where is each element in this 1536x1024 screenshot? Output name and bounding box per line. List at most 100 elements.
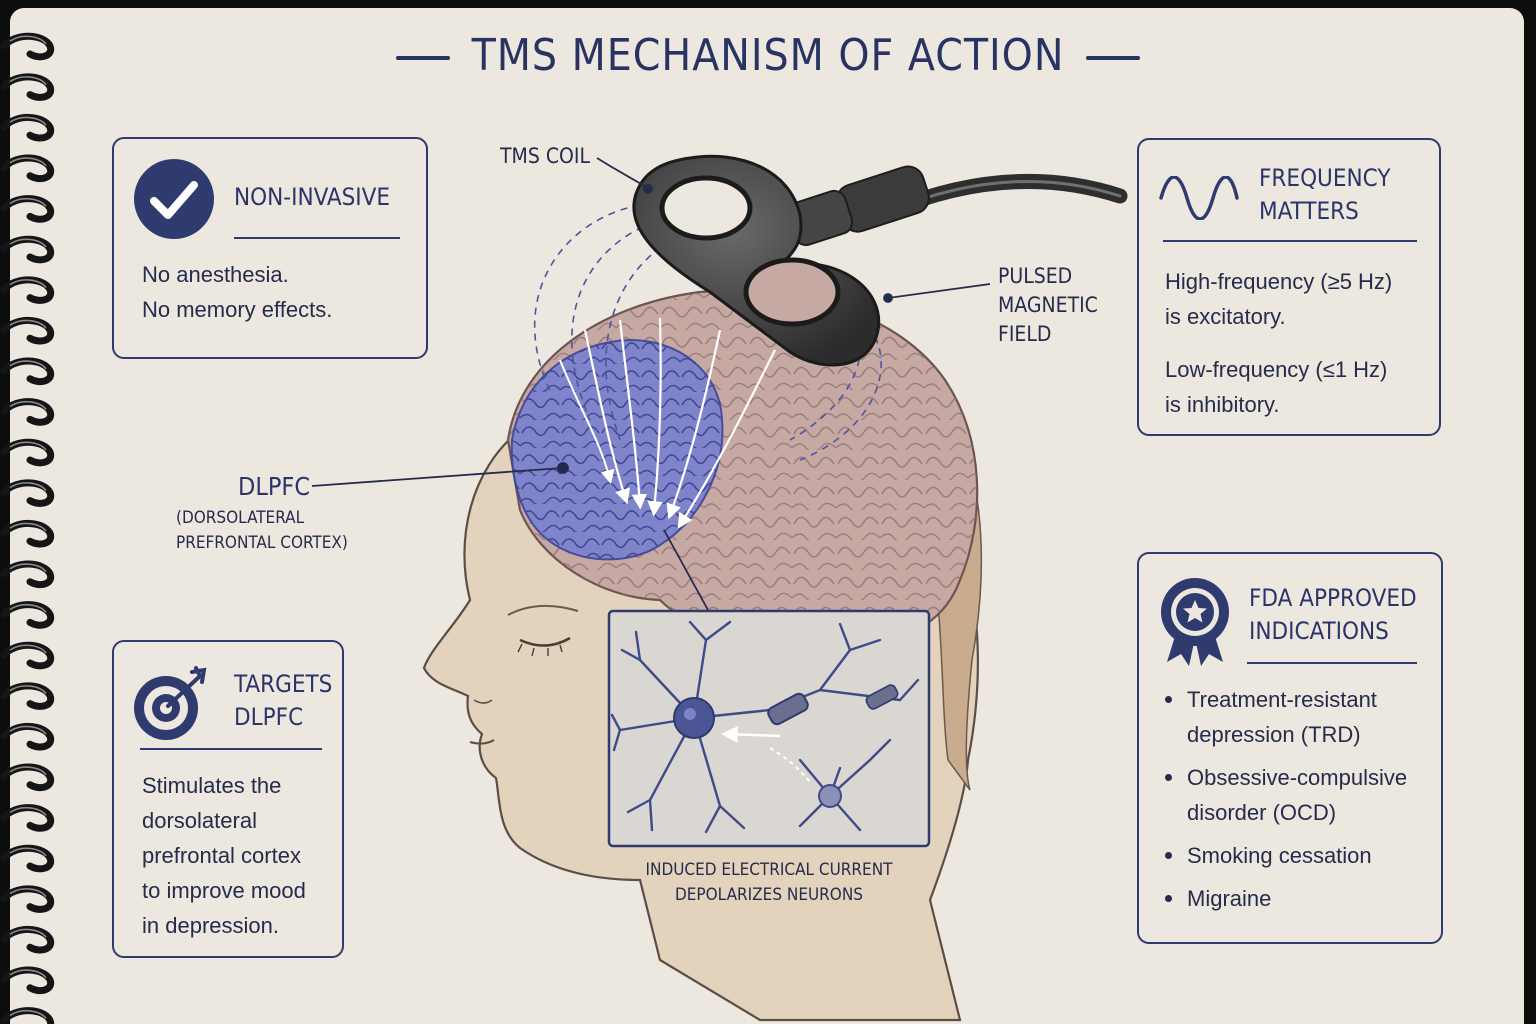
binding-ring-highlight [9, 806, 47, 816]
binding-ring-highlight [9, 928, 47, 938]
binding-ring [0, 73, 55, 101]
leader-lines [311, 157, 991, 611]
binding-ring [0, 32, 55, 61]
card-line: is excitatory. [1165, 304, 1286, 329]
card-title: NON-INVASIVE [234, 183, 391, 211]
award-ribbon-icon [1161, 578, 1229, 666]
sine-wave-icon [1159, 176, 1239, 220]
brain [506, 289, 979, 646]
binding-ring [0, 844, 55, 873]
card-line: Stimulates the [142, 773, 282, 798]
label-line: FIELD [998, 322, 1052, 346]
card-body: No anesthesia. No memory effects. [142, 257, 332, 327]
card-title: FDA APPROVED INDICATIONS [1249, 582, 1417, 648]
card-line: High-frequency (≥5 Hz) [1165, 269, 1393, 294]
card-frequency-matters: FREQUENCY MATTERS High-frequency (≥5 Hz)… [1137, 138, 1441, 436]
binding-ring [0, 641, 55, 670]
card-title-line: MATTERS [1259, 197, 1359, 225]
label-line: DEPOLARIZES NEURONS [674, 885, 863, 905]
binding-ring-highlight [9, 766, 47, 776]
binding-ring [0, 1007, 55, 1024]
card-divider [1247, 662, 1417, 664]
card-title-line: TARGETS [234, 670, 333, 698]
card-divider [234, 237, 400, 239]
label-line: INDUCED ELECTRICAL CURRENT [645, 860, 893, 880]
binding-ring [0, 154, 55, 183]
binding-ring-highlight [9, 888, 47, 898]
binding-ring [0, 519, 55, 548]
card-divider [140, 748, 322, 750]
card-line: prefrontal cortex [142, 843, 301, 868]
binding-ring [0, 682, 55, 710]
card-fda-indications: FDA APPROVED INDICATIONS Treatment-resis… [1137, 552, 1443, 944]
checkmark-circle-icon [134, 159, 214, 239]
binding-ring-highlight [9, 725, 47, 735]
binding-ring [0, 235, 55, 264]
list-item: Smoking cessation [1163, 838, 1407, 873]
card-title-line: FREQUENCY [1259, 164, 1391, 192]
label-dlpfc: DLPFC [238, 472, 311, 501]
card-line: is inhibitory. [1165, 392, 1280, 417]
card-title-line: FDA APPROVED [1249, 584, 1417, 612]
binding-ring-highlight [9, 685, 47, 695]
card-line: No memory effects. [142, 297, 333, 322]
binding-ring [0, 601, 55, 629]
title-dash-left [395, 56, 450, 60]
binding-ring [0, 276, 55, 304]
binding-ring-highlight [9, 197, 47, 207]
binding-ring-highlight [9, 563, 47, 573]
card-line: in depression. [142, 913, 279, 938]
page-title-text: TMS MECHANISM OF ACTION [471, 30, 1065, 81]
label-tms-coil: TMS COIL [500, 144, 590, 168]
tms-coil [632, 154, 1128, 367]
card-title-line: DLPFC [234, 703, 304, 731]
label-inset-caption: INDUCED ELECTRICAL CURRENT DEPOLARIZES N… [609, 858, 929, 908]
binding-ring [0, 398, 55, 426]
label-dlpfc-full: (DORSOLATERAL PREFRONTAL CORTEX) [176, 506, 348, 556]
binding-ring-highlight [9, 76, 47, 86]
title-dash-right [1086, 56, 1141, 60]
binding-ring-highlight [9, 116, 47, 126]
binding-ring [0, 560, 55, 589]
binding-ring [0, 763, 55, 792]
spiral-binding [0, 32, 55, 1024]
card-body: High-frequency (≥5 Hz) is excitatory. Lo… [1165, 264, 1392, 422]
card-targets-dlpfc: TARGETS DLPFC Stimulates the dorsolatera… [112, 640, 344, 958]
label-line: PREFRONTAL CORTEX) [176, 533, 348, 553]
binding-ring-highlight [9, 969, 47, 979]
binding-ring-highlight [9, 279, 47, 289]
list-item: Migraine [1163, 881, 1407, 916]
magnetic-field-lines [533, 204, 882, 529]
neuron-inset [607, 609, 931, 848]
binding-ring-highlight [9, 644, 47, 654]
binding-ring-highlight [9, 238, 47, 248]
binding-ring-highlight [9, 35, 47, 45]
binding-ring [0, 357, 55, 386]
card-title-line: INDICATIONS [1249, 617, 1389, 645]
binding-ring-highlight [9, 157, 47, 167]
binding-ring [0, 722, 55, 751]
card-line: No anesthesia. [142, 262, 289, 287]
binding-ring-highlight [9, 319, 47, 329]
label-pulsed-magnetic-field: PULSED MAGNETIC FIELD [998, 262, 1098, 349]
binding-ring [0, 966, 55, 995]
card-title: FREQUENCY MATTERS [1259, 162, 1391, 228]
target-arrow-icon [134, 666, 207, 740]
binding-ring-highlight [9, 400, 47, 410]
binding-ring [0, 804, 55, 832]
page-title: TMS MECHANISM OF ACTION [0, 30, 1536, 81]
binding-ring [0, 438, 55, 467]
binding-ring-highlight [9, 522, 47, 532]
binding-ring [0, 195, 55, 223]
binding-ring-highlight [9, 603, 47, 613]
label-line: PULSED [998, 264, 1073, 288]
card-body: Stimulates the dorsolateral prefrontal c… [142, 768, 306, 943]
binding-ring [0, 885, 55, 913]
card-line: to improve mood [142, 878, 306, 903]
label-line: MAGNETIC [998, 293, 1098, 317]
